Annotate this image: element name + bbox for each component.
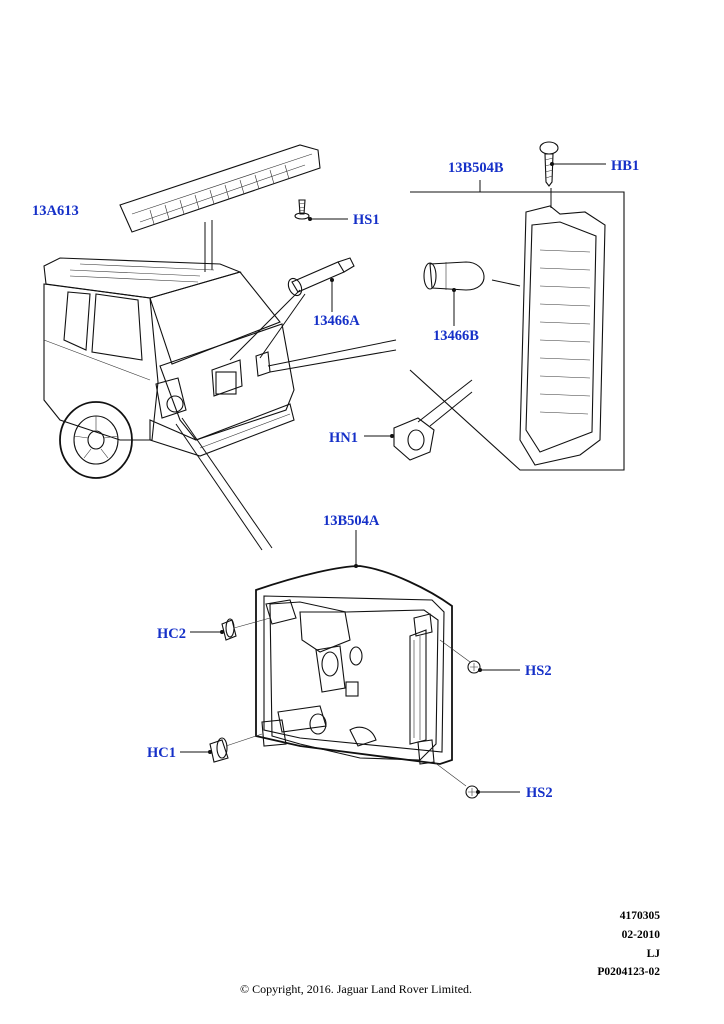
callout-13466a: 13466A [313,313,360,329]
callout-13a613: 13A613 [32,203,79,219]
lamp-13b504b-detail-box [364,180,625,471]
screw-hs2-upper-icon [467,660,481,674]
callout-hb1: HB1 [611,158,640,174]
copyright-notice: © Copyright, 2016. Jaguar Land Rover Lim… [239,982,473,996]
vehicle-rear-view [43,257,295,479]
bulb-13466a-icon [287,257,355,297]
callout-hs2-upper: HS2 [525,663,552,679]
callout-13b504a: 13B504A [323,513,380,529]
illustration-number: 4170305 [619,910,660,922]
part-reference: P0204123-02 [597,966,660,978]
callout-hn1: HN1 [329,430,358,446]
bolt-hb1-icon [539,141,559,187]
callout-hs2-lower: HS2 [526,785,553,801]
rear-lamp-13b504a [255,530,453,765]
screw-hs1-icon [294,199,310,220]
callout-13466b: 13466B [433,328,479,344]
callout-13b504b: 13B504B [448,160,504,176]
callout-hc1: HC1 [147,745,176,761]
illustration-author: LJ [646,948,660,960]
illustration-date: 02-2010 [621,929,660,941]
clip-hc1-icon [209,737,229,763]
clip-hc2-icon [221,618,237,641]
high-mount-stop-lamp [119,144,321,272]
callout-hs1: HS1 [353,212,380,228]
callout-hc2: HC2 [157,626,186,642]
